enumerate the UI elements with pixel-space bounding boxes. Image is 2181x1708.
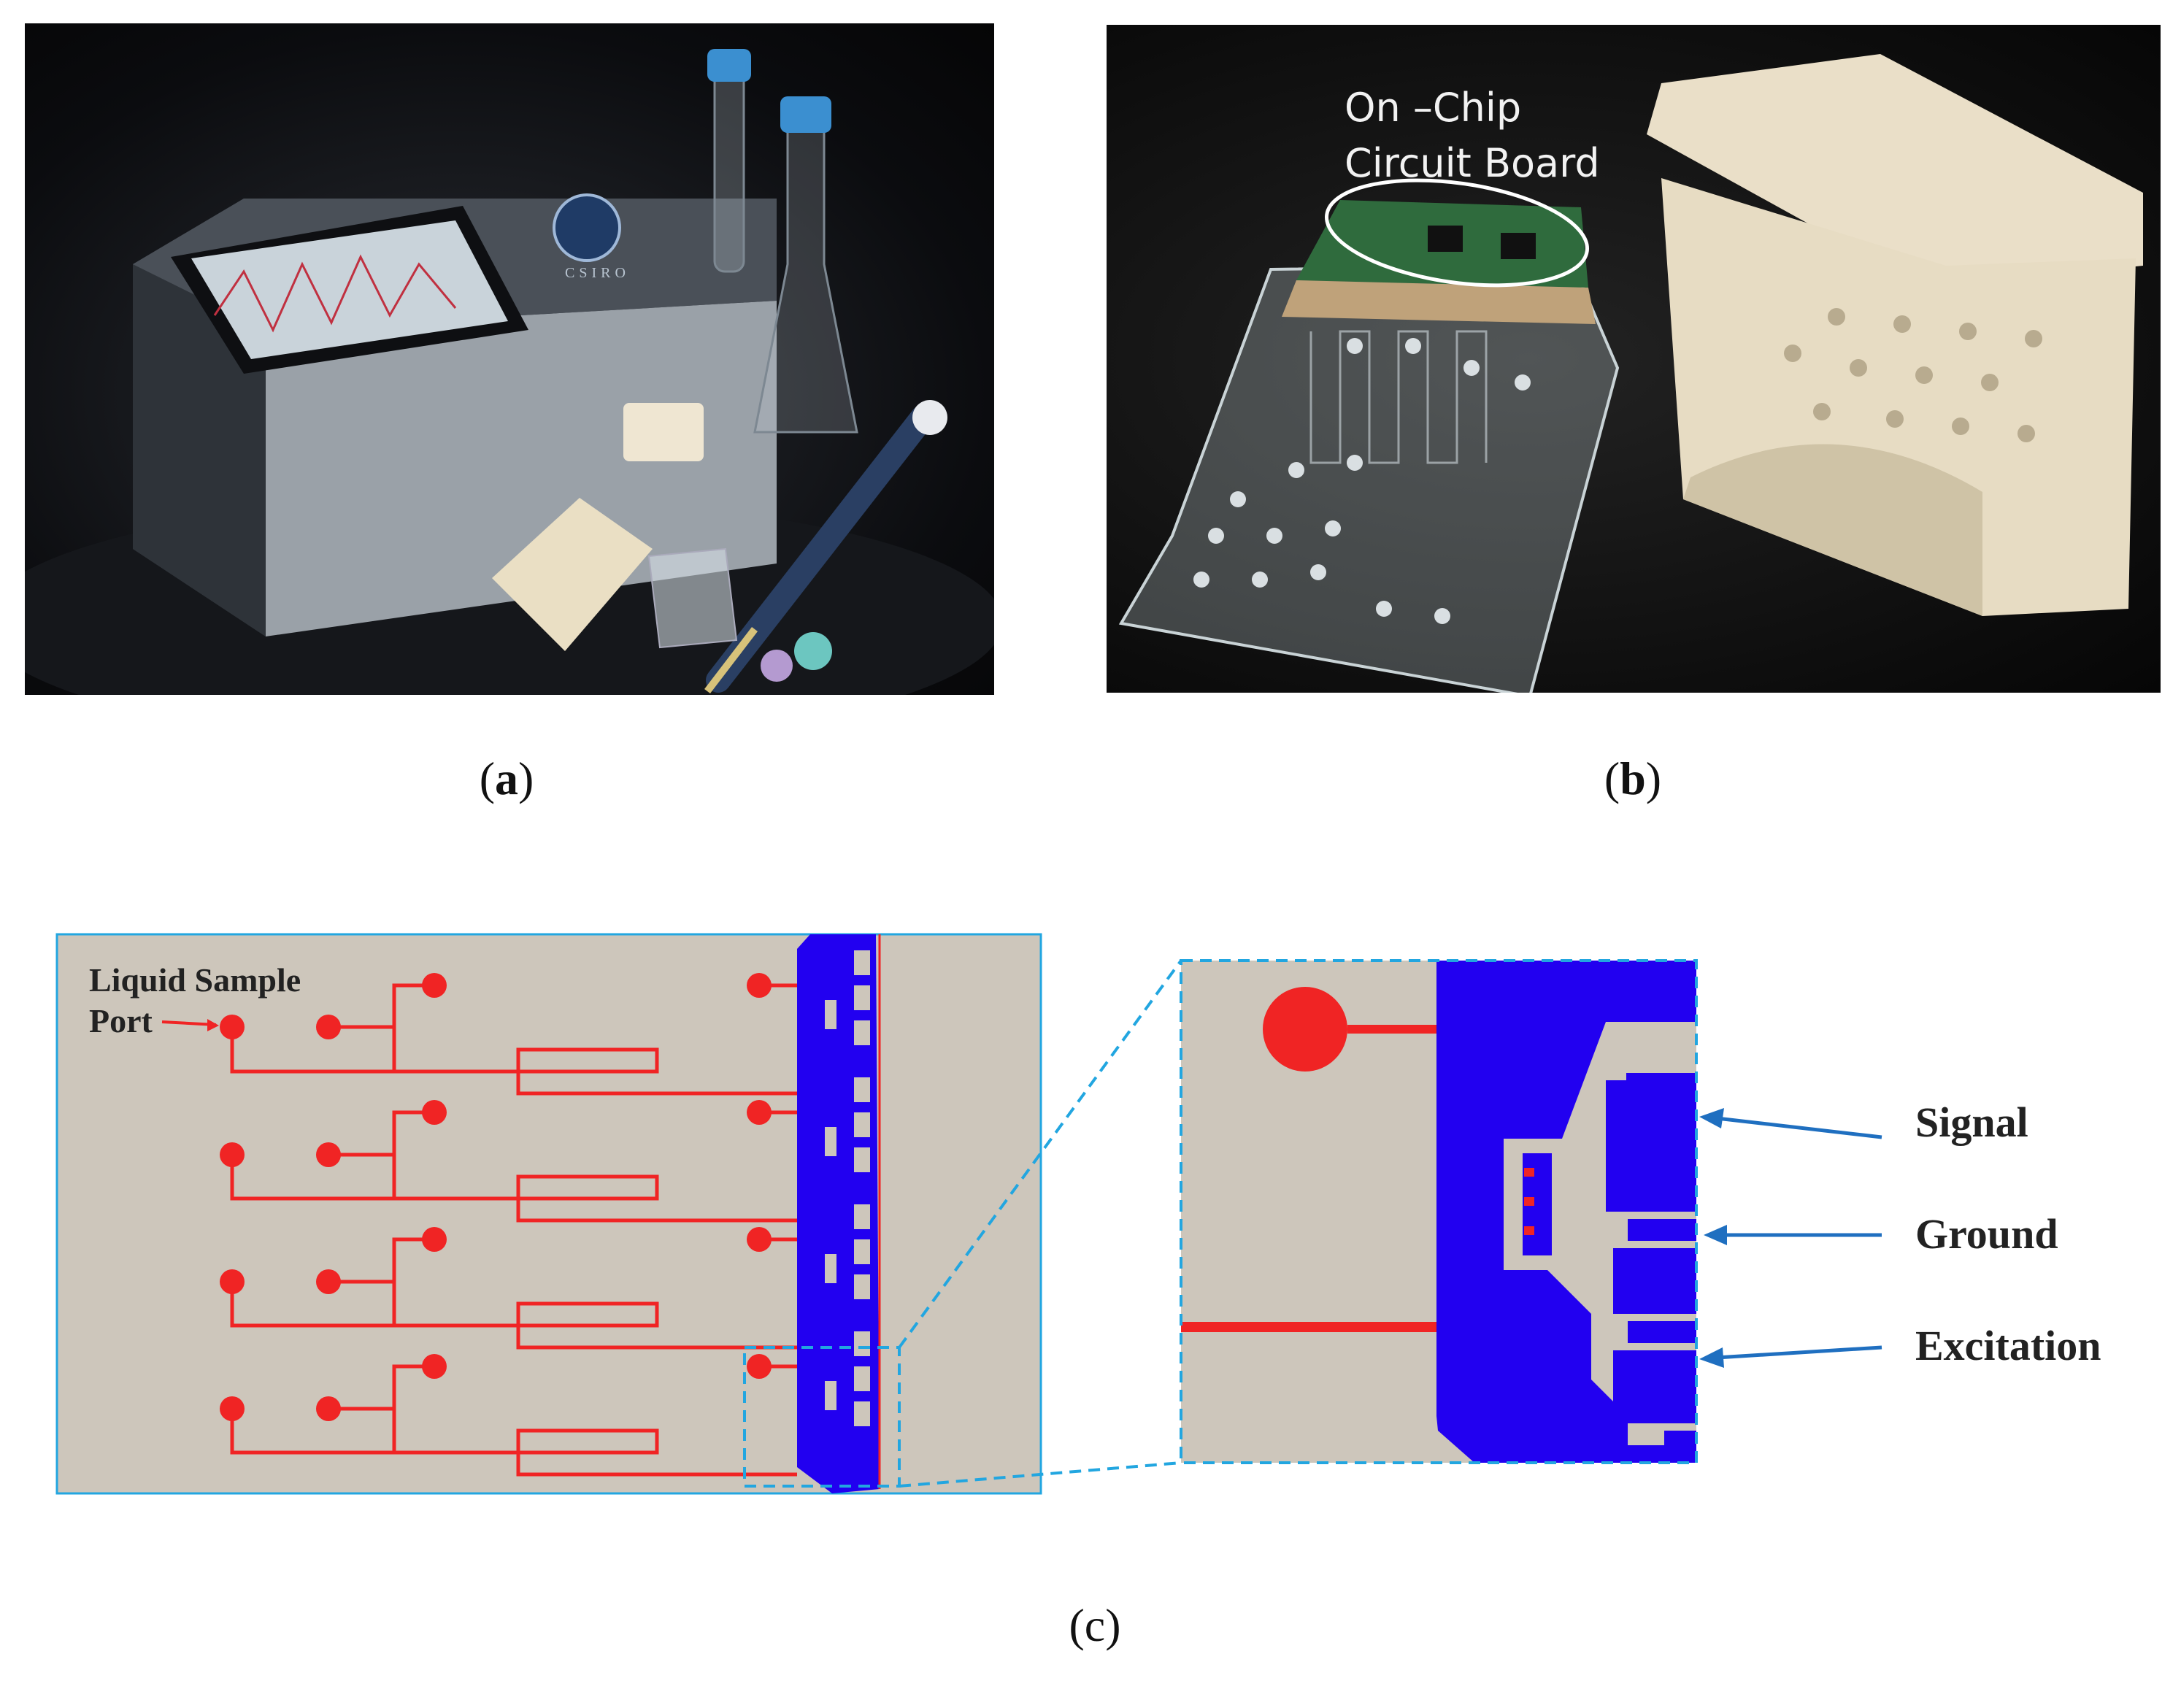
zoom-contact-points bbox=[1524, 1168, 1534, 1235]
fluidic-ports bbox=[220, 973, 772, 1421]
pipette-tip bbox=[704, 626, 758, 694]
screen-waveform bbox=[213, 254, 457, 333]
cartridge-opening bbox=[1683, 444, 1982, 616]
port-arrow-head bbox=[207, 1019, 219, 1031]
photo-instrument: CSIRO bbox=[25, 23, 994, 695]
instrument-illustration: CSIRO bbox=[25, 49, 994, 695]
zoom-detail-frame bbox=[1180, 959, 1698, 1464]
circuit-board-highlight bbox=[1325, 178, 1589, 288]
instrument-left-side bbox=[133, 264, 266, 636]
flask-cap bbox=[780, 96, 831, 133]
electrode-pad-cutouts bbox=[825, 950, 870, 1426]
zoom-guide-bottom bbox=[899, 1461, 1182, 1488]
zoom-sample-port bbox=[1263, 987, 1347, 1072]
ic-chip-2 bbox=[1501, 233, 1536, 259]
cartridge-holder bbox=[492, 498, 653, 651]
chip bbox=[647, 547, 738, 649]
pipette-plunger bbox=[912, 400, 947, 435]
port-label-line-2: Port bbox=[89, 1002, 153, 1039]
subfigure-label-a: (a) bbox=[479, 753, 534, 804]
port-label-line-1: Liquid Sample bbox=[89, 961, 301, 999]
port-arrow bbox=[161, 1020, 217, 1026]
ic-chip-1 bbox=[1428, 226, 1463, 252]
pipette-tips bbox=[794, 632, 832, 670]
photo-chip: On –Chip Circuit Board bbox=[1107, 25, 2161, 693]
cartridge-lid bbox=[1647, 54, 2143, 288]
chip-layout-board bbox=[55, 933, 1042, 1495]
bottle-cap-left bbox=[707, 49, 751, 82]
annotation-line-1: On –Chip bbox=[1345, 85, 1522, 131]
fluidic-channels bbox=[1309, 330, 1488, 464]
cartridge-holes bbox=[1784, 308, 2042, 442]
zoom-guide-top bbox=[898, 959, 1182, 1349]
csiro-logo-icon bbox=[553, 193, 621, 262]
chip-layout-schematic: Liquid Sample Port Signal Ground Excitat… bbox=[55, 933, 2101, 1495]
sample-ports bbox=[1193, 338, 1531, 624]
cartridge-slot bbox=[623, 403, 704, 461]
zoom-selection-box bbox=[743, 1346, 901, 1488]
terminal-label-signal: Signal bbox=[1915, 1099, 2028, 1146]
circuit-board-annotation: On –Chip Circuit Board bbox=[1345, 80, 1600, 191]
terminal-arrow-heads bbox=[1699, 1108, 1727, 1368]
terminal-label-excitation: Excitation bbox=[1915, 1322, 2101, 1369]
subfigure-label-c: (c) bbox=[1069, 1599, 1121, 1651]
chip-illustration bbox=[1118, 54, 2143, 693]
subfigure-label-b: (b) bbox=[1604, 753, 1662, 804]
glass-chip bbox=[1118, 263, 1620, 693]
annotation-line-2: Circuit Board bbox=[1345, 140, 1600, 186]
terminal-arrows bbox=[1716, 1116, 1882, 1360]
device-logo-text: CSIRO bbox=[565, 265, 630, 281]
electrode-pads bbox=[1282, 280, 1596, 324]
bottle-left bbox=[713, 51, 745, 273]
zoom-electrode-traces bbox=[1523, 1080, 1696, 1423]
fluidic-traces bbox=[230, 983, 797, 1477]
pipette-tips-purple bbox=[761, 650, 793, 682]
terminal-label-ground: Ground bbox=[1915, 1210, 2058, 1258]
